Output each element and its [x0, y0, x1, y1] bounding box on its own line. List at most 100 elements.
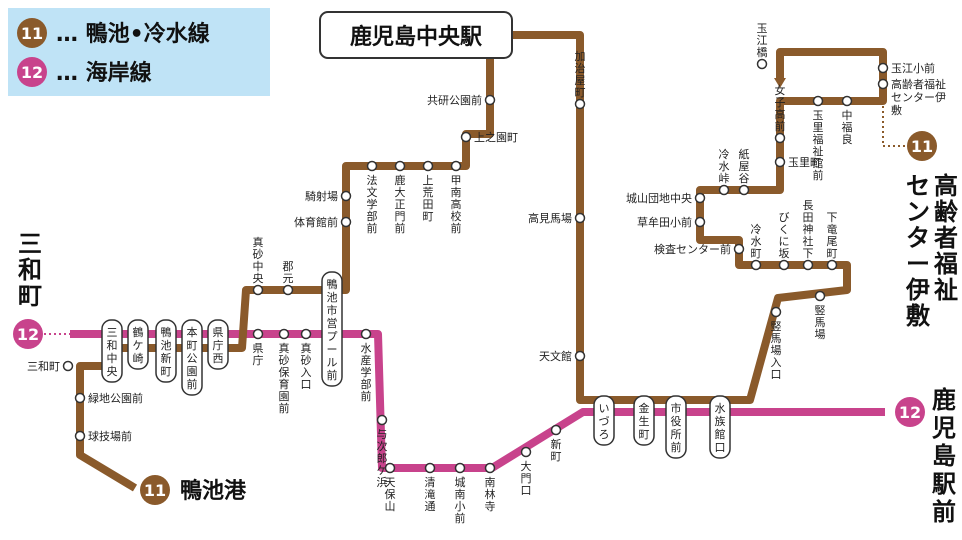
stop-joshiko[interactable]: 女子高前 — [775, 83, 786, 144]
stop-label-char: 入 — [771, 356, 782, 369]
stop-nanrinji[interactable]: 南林寺 — [485, 462, 496, 514]
stop-marker — [460, 131, 472, 143]
legend-route11-number: 11 — [21, 24, 43, 43]
route11-badge-icon — [907, 131, 937, 161]
stop-masago-hoiku[interactable]: 真砂保育園前 — [279, 328, 290, 416]
stop-kajiya[interactable]: 加治屋町 — [574, 50, 586, 110]
terminal-char: 児 — [932, 414, 956, 442]
stop-label: 水産学部前 — [361, 342, 372, 403]
stop-label-char: 前 — [813, 168, 824, 182]
stop-marker — [574, 98, 586, 110]
kagoshima-chuo-station[interactable]: 鹿児島中央駅 — [319, 11, 513, 59]
stop-suisan[interactable]: 水産学部前 — [361, 328, 372, 404]
stop-label: 竪馬場 — [815, 304, 826, 341]
stop-honmachi-koen[interactable]: 本町公園前 — [181, 319, 203, 396]
stop-label-char: 前 — [327, 368, 338, 382]
stop-label-char: 中 — [253, 260, 264, 273]
stop-marker — [718, 184, 730, 196]
stop-label-char: 砂 — [279, 354, 290, 367]
stop-nagata-jinja[interactable]: 長田神社下 — [803, 199, 814, 271]
stop-label-char: 市 — [327, 303, 338, 317]
stop-marker — [774, 156, 786, 168]
stop-izuro[interactable]: いづろ — [593, 395, 615, 446]
stop-seiryo[interactable]: 清滝通 — [425, 462, 436, 514]
stop-label-char: 山 — [385, 500, 396, 513]
stop-kamoike-pool[interactable]: 鴨池市営プール前 — [321, 271, 343, 387]
stop-hiyamizu-toge[interactable]: 冷水峠 — [718, 148, 730, 196]
stop-label: 清滝通 — [425, 476, 436, 513]
stop-masago-chuo[interactable]: 真砂中央 — [252, 235, 264, 296]
stop-konan[interactable]: 甲南高校前 — [451, 160, 462, 236]
stop-label-char: 所 — [671, 428, 682, 441]
stop-suizokukan[interactable]: 水族館口 — [709, 395, 731, 459]
stop-bikunizaka[interactable]: びくに坂 — [779, 211, 790, 271]
stop-kusamuta[interactable]: 草牟田小前 — [637, 215, 706, 229]
stop-tamae[interactable]: 玉江橋 — [757, 22, 768, 70]
stop-label-line: 高齢者福祉 — [891, 77, 946, 91]
stop-label-char: 元 — [283, 272, 294, 285]
stop-pill — [155, 319, 177, 383]
stop-marker — [454, 462, 466, 474]
terminal-char: 齢 — [934, 198, 959, 226]
stop-marker — [252, 284, 264, 296]
stop-label-char: 前 — [455, 511, 466, 525]
stop-tatebaba[interactable]: 竪馬場 — [815, 290, 826, 342]
stop-omonguchi[interactable]: 大門口 — [521, 446, 532, 498]
stop-label-char: 水 — [361, 342, 372, 355]
stop-gunmoto[interactable]: 郡元 — [283, 260, 294, 296]
stop-kinseicho[interactable]: 金生町 — [633, 395, 655, 446]
stop-tamae-sho[interactable]: 玉江小前 — [877, 61, 936, 75]
stop-kyoken[interactable]: 共研公園前 — [427, 93, 496, 107]
stop-kencho-nishi[interactable]: 県庁西 — [207, 319, 229, 370]
stop-masago-iriguchi[interactable]: 真砂入口 — [301, 328, 312, 392]
stop-label-char: び — [779, 211, 790, 224]
stop-label-char: 公 — [187, 352, 198, 365]
stop-kensa[interactable]: 検査センター前 — [654, 242, 745, 256]
stop-sanwacho-stop[interactable]: 三和町 — [27, 360, 74, 373]
stop-marker — [738, 184, 750, 196]
terminal-char: 鹿 — [932, 386, 956, 414]
stop-takamibaba[interactable]: 高見馬場 — [528, 211, 586, 225]
stop-kyugijo[interactable]: 球技場前 — [74, 429, 133, 443]
stop-taiikukan[interactable]: 体育館前 — [294, 215, 352, 229]
stop-label: 竪馬場入口 — [771, 320, 782, 381]
stop-hiyamizu[interactable]: 冷水町 — [751, 223, 762, 271]
stop-koreisha-ishiki[interactable]: 高齢者福祉センター伊敷 — [877, 77, 947, 117]
stop-sanwa-chuo[interactable]: 三和中央 — [101, 319, 123, 383]
stop-tenmonkan[interactable]: 天文館 — [539, 349, 586, 363]
stop-label: びくに坂 — [779, 211, 790, 260]
stop-label-char: 福 — [842, 120, 853, 134]
stop-tamazato-fukushi[interactable]: 玉里福祉館前 — [813, 95, 824, 183]
stop-kamoike-shinmachi[interactable]: 鴨池新町 — [155, 319, 177, 383]
stop-marker — [694, 192, 706, 204]
stop-label-char: 生 — [639, 414, 650, 428]
stop-kamiyadani[interactable]: 紙屋谷 — [738, 147, 750, 196]
stop-ryokuchi[interactable]: 緑地公園前 — [74, 391, 144, 405]
stop-label-char: 子 — [775, 96, 786, 109]
stop-tatebaba-iriguchi[interactable]: 竪馬場入口 — [771, 306, 782, 382]
stop-shiroyama[interactable]: 城山団地中央 — [626, 192, 706, 205]
stop-jonan[interactable]: 城南小前 — [454, 462, 466, 526]
stop-label-char: 役 — [671, 414, 682, 428]
stop-uenosono[interactable]: 上之園町 — [460, 130, 519, 144]
stop-yojiro[interactable]: 与次郎ケ浜 — [377, 414, 388, 490]
stop-label-char: 央 — [253, 272, 264, 285]
stop-tamazato[interactable]: 玉里町 — [774, 156, 822, 169]
stop-kadai-seimon[interactable]: 鹿大正門前 — [395, 160, 406, 236]
stop-label: 真砂入口 — [301, 341, 312, 391]
stop-marker — [252, 328, 264, 340]
stop-nakafukura[interactable]: 中福良 — [842, 95, 853, 147]
stop-shimotatsuo[interactable]: 下竜尾町 — [827, 211, 838, 271]
stop-shinmachi[interactable]: 新町 — [551, 424, 562, 464]
stop-hobun[interactable]: 法文学部前 — [367, 160, 378, 236]
stop-label-char: 冷 — [751, 223, 762, 236]
stop-label-char: 竪 — [771, 320, 782, 333]
stop-tsurugasaki[interactable]: 鶴ケ崎 — [127, 319, 149, 370]
stop-label-char: 江 — [757, 34, 768, 47]
stop-kencho[interactable]: 県庁 — [252, 328, 264, 368]
stop-tenpozan[interactable]: 天保山 — [385, 462, 396, 514]
stop-shiyakusho[interactable]: 市役所前 — [665, 395, 687, 459]
stop-kamiarata[interactable]: 上荒田町 — [423, 160, 434, 224]
stop-kishaba[interactable]: 騎射場 — [305, 189, 352, 203]
